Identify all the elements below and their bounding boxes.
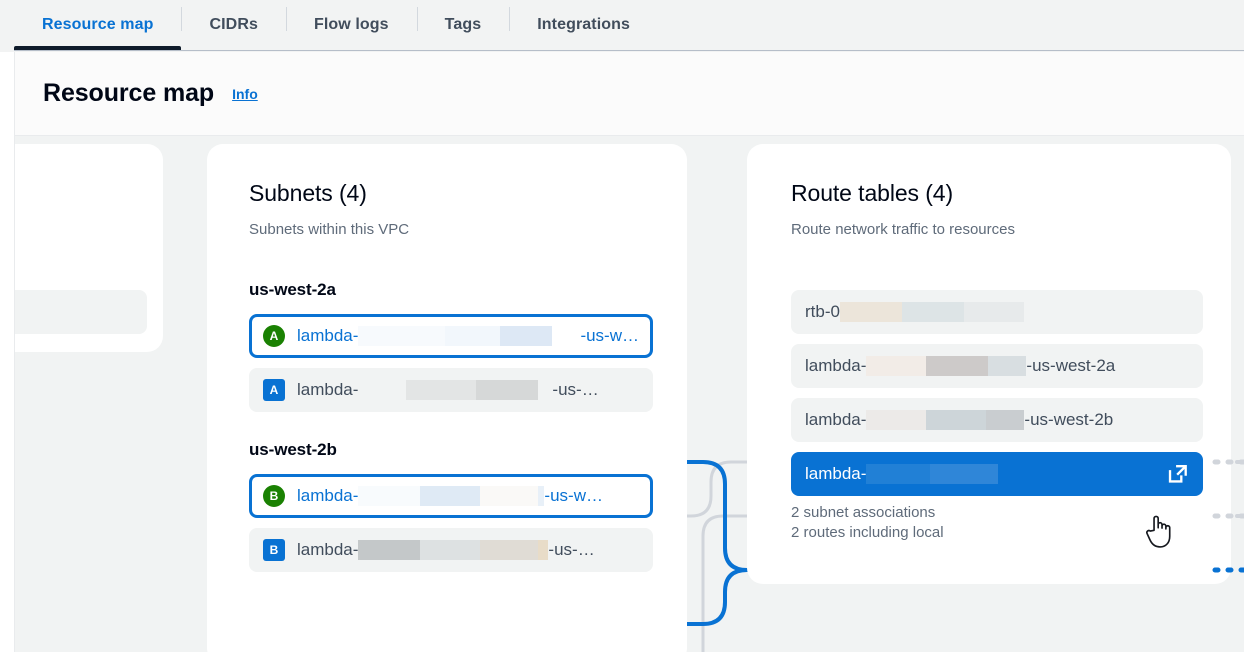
subnet-name-suffix: -us-… bbox=[548, 540, 595, 559]
tab-label: Integrations bbox=[537, 16, 630, 33]
redacted-text bbox=[538, 540, 549, 560]
redacted-text bbox=[986, 410, 1025, 430]
az-label: us-west-2a bbox=[249, 280, 336, 299]
redacted-text bbox=[500, 326, 553, 346]
subnet-name-prefix: lambda- bbox=[297, 486, 359, 505]
subnet-name-suffix: -us-w… bbox=[544, 486, 603, 505]
az-badge-a-icon: A bbox=[263, 379, 285, 401]
route-table-row-selected[interactable]: lambda- bbox=[791, 452, 1203, 496]
route-table-name-suffix: -us-west-2a bbox=[1026, 356, 1116, 375]
redacted-text bbox=[963, 302, 1024, 322]
subnet-row-label: A lambda- -us-… bbox=[263, 379, 599, 401]
redacted-text bbox=[901, 302, 964, 322]
redacted-text bbox=[476, 380, 539, 400]
resource-map-canvas: Subnets (4) Subnets within this VPC us-w… bbox=[15, 136, 1244, 652]
card-subnets: Subnets (4) Subnets within this VPC us-w… bbox=[207, 144, 687, 652]
subnet-row-label: A lambda- -us-w… bbox=[263, 325, 639, 347]
subnet-row-label: B lambda- -us-w… bbox=[263, 485, 603, 507]
tab-cidrs[interactable]: CIDRs bbox=[181, 0, 286, 50]
az-group-us-west-2a: us-west-2a A lambda- -us-w… bbox=[249, 280, 653, 412]
card-partial-left bbox=[15, 144, 163, 352]
redacted-text bbox=[866, 356, 927, 376]
redacted-text bbox=[538, 486, 545, 506]
route-table-label: lambda- bbox=[805, 464, 999, 484]
redacted-text bbox=[358, 380, 407, 400]
subnet-row-b2[interactable]: B lambda- -us-… bbox=[249, 528, 653, 572]
subnets-subtitle: Subnets within this VPC bbox=[249, 221, 410, 238]
route-table-name-suffix: -us-west-2b bbox=[1024, 410, 1114, 429]
partial-row[interactable] bbox=[15, 290, 147, 334]
az-label: us-west-2b bbox=[249, 440, 337, 459]
redacted-text bbox=[406, 380, 477, 400]
page-title: Resource map bbox=[43, 79, 215, 107]
redacted-text bbox=[866, 464, 931, 484]
route-table-label: lambda- -us-west-2a bbox=[805, 356, 1115, 376]
redacted-text bbox=[930, 464, 999, 484]
route-table-name-prefix: lambda- bbox=[805, 464, 867, 483]
route-table-meta-associations: 2 subnet associations bbox=[791, 504, 936, 521]
redacted-text bbox=[358, 540, 421, 560]
tab-tags[interactable]: Tags bbox=[416, 0, 510, 50]
tab-resource-map[interactable]: Resource map bbox=[14, 0, 182, 50]
az-badge-b-icon: B bbox=[263, 539, 285, 561]
route-table-row-us-west-2a[interactable]: lambda- -us-west-2a bbox=[791, 344, 1203, 388]
tab-bar-divider bbox=[14, 50, 1244, 51]
route-table-label: lambda- -us-west-2b bbox=[805, 410, 1113, 430]
tab-label: Resource map bbox=[42, 16, 154, 33]
redacted-text bbox=[444, 326, 501, 346]
route-tables-title: Route tables (4) bbox=[791, 180, 954, 206]
subnet-row-label: B lambda- -us-… bbox=[263, 539, 595, 561]
route-table-row-rtb0[interactable]: rtb-0 bbox=[791, 290, 1203, 334]
tab-label: Flow logs bbox=[313, 16, 389, 33]
external-link-icon[interactable] bbox=[1167, 463, 1189, 485]
route-table-row-us-west-2b[interactable]: lambda- -us-west-2b bbox=[791, 398, 1203, 442]
az-group-us-west-2b: us-west-2b B lambda- -us-w… bbox=[249, 440, 653, 572]
info-link[interactable]: Info bbox=[232, 85, 258, 102]
route-table-name-prefix: lambda- bbox=[805, 356, 867, 375]
subnet-name-prefix: lambda- bbox=[297, 540, 359, 559]
az-badge-b-icon: B bbox=[263, 485, 285, 507]
tab-flow-logs[interactable]: Flow logs bbox=[285, 0, 417, 50]
subnet-row-a2[interactable]: A lambda- -us-… bbox=[249, 368, 653, 412]
redacted-text bbox=[358, 486, 421, 506]
redacted-text bbox=[988, 356, 1027, 376]
az-badge-a-icon: A bbox=[263, 325, 285, 347]
subnet-name-suffix: -us-… bbox=[552, 380, 599, 399]
tab-bar: Resource map CIDRs Flow logs Tags Integr… bbox=[0, 0, 1244, 52]
redacted-text bbox=[480, 486, 539, 506]
card-route-tables: Route tables (4) Route network traffic t… bbox=[747, 144, 1231, 584]
subnet-name-prefix: lambda- bbox=[297, 380, 359, 399]
subnet-name-suffix: -us-w… bbox=[580, 326, 639, 345]
subnet-name-prefix: lambda- bbox=[297, 326, 359, 345]
tab-label: Tags bbox=[444, 16, 482, 33]
subnet-row-selected-b[interactable]: B lambda- -us-w… bbox=[249, 474, 653, 518]
route-table-name-prefix: rtb-0 bbox=[805, 302, 840, 321]
panel-header: Resource map Info bbox=[15, 52, 1244, 136]
subnet-row-selected-a[interactable]: A lambda- -us-w… bbox=[249, 314, 653, 358]
redacted-text bbox=[420, 486, 481, 506]
redacted-text bbox=[358, 326, 445, 346]
tab-label: CIDRs bbox=[209, 16, 258, 33]
tab-list: Resource map CIDRs Flow logs Tags Integr… bbox=[14, 0, 658, 50]
resource-map-panel: Resource map Info Subnets (4) Subnets bbox=[14, 52, 1244, 652]
route-table-name-prefix: lambda- bbox=[805, 410, 867, 429]
redacted-text bbox=[866, 410, 927, 430]
redacted-text bbox=[926, 410, 987, 430]
redacted-text bbox=[480, 540, 539, 560]
route-tables-subtitle: Route network traffic to resources bbox=[791, 221, 1015, 238]
redacted-text bbox=[926, 356, 989, 376]
subnets-title: Subnets (4) bbox=[249, 180, 367, 206]
route-table-meta-routes: 2 routes including local bbox=[791, 523, 944, 541]
tab-integrations[interactable]: Integrations bbox=[509, 0, 658, 50]
redacted-text bbox=[839, 302, 902, 322]
redacted-text bbox=[420, 540, 481, 560]
route-table-label: rtb-0 bbox=[805, 302, 1024, 322]
